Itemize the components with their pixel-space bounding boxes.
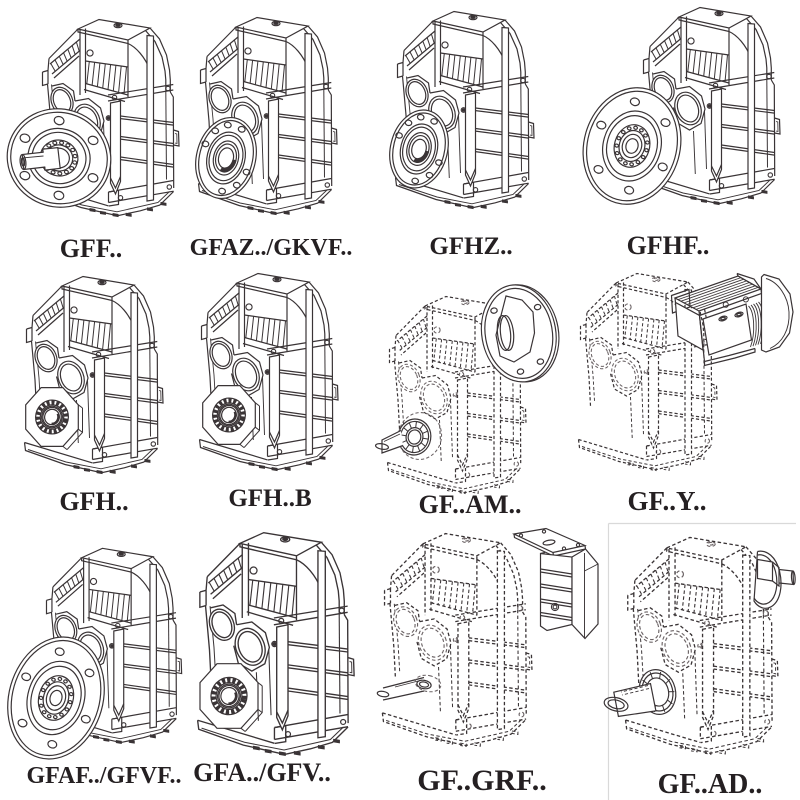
- svg-text:GFHZ..: GFHZ..: [429, 233, 512, 260]
- svg-text:GF..AM..: GF..AM..: [418, 490, 521, 519]
- svg-text:GFA../GFV..: GFA../GFV..: [193, 758, 331, 787]
- svg-text:GFH..B: GFH..B: [228, 485, 311, 512]
- svg-text:GF..GRF..: GF..GRF..: [417, 764, 546, 797]
- svg-text:GFF..: GFF..: [60, 234, 123, 263]
- svg-text:GF..AD..: GF..AD..: [658, 769, 763, 800]
- svg-text:GFHF..: GFHF..: [627, 231, 710, 260]
- svg-text:GFAZ../GKVF..: GFAZ../GKVF..: [190, 235, 353, 261]
- svg-text:GF..Y..: GF..Y..: [627, 486, 706, 516]
- svg-text:GFAF../GFVF..: GFAF../GFVF..: [26, 763, 181, 789]
- svg-text:GFH..: GFH..: [59, 487, 128, 516]
